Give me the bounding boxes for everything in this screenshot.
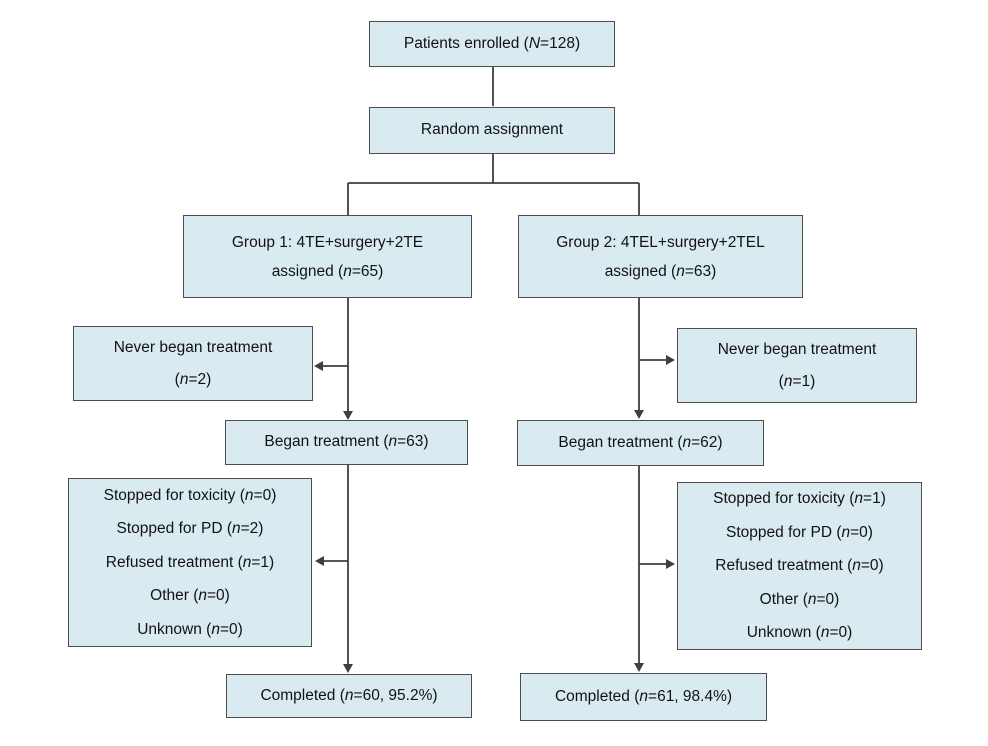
patients-enrolled-box: Patients enrolled (N=128): [369, 21, 615, 67]
arrowhead-began2: [634, 410, 644, 419]
completed-left-text: Completed (n=60, 95.2%): [260, 686, 438, 704]
random-assignment-box: Random assignment: [369, 107, 615, 154]
discontinued-right-refused: Refused treatment (n=0): [715, 557, 884, 575]
completed-right-box: Completed (n=61, 98.4%): [520, 673, 767, 721]
discontinued-left-pd: Stopped for PD (n=2): [116, 520, 264, 538]
group1-assigned-box: Group 1: 4TE+surgery+2TE assigned (n=65): [183, 215, 472, 298]
arrowhead-never-right: [666, 355, 675, 365]
arrowhead-completed2: [634, 663, 644, 672]
discontinued-left-box: Stopped for toxicity (n=0) Stopped for P…: [68, 478, 312, 647]
completed-right-text: Completed (n=61, 98.4%): [554, 687, 733, 705]
began-treatment-left-box: Began treatment (n=63): [225, 420, 468, 465]
discontinued-right-toxicity: Stopped for toxicity (n=1): [713, 490, 886, 508]
patients-enrolled-text: Patients enrolled (N=128): [403, 34, 581, 52]
discontinued-left-other: Other (n=0): [150, 587, 230, 605]
discontinued-right-unknown: Unknown (n=0): [746, 624, 853, 642]
discontinued-right-other: Other (n=0): [759, 590, 840, 608]
began-treatment-left-text: Began treatment (n=63): [264, 433, 429, 451]
completed-left-box: Completed (n=60, 95.2%): [226, 674, 472, 718]
group2-text-line2: assigned (n=63): [604, 262, 717, 280]
never-began-left-box: Never began treatment (n=2): [73, 326, 313, 401]
arrowhead-stopped-right: [666, 559, 675, 569]
group2-assigned-box: Group 2: 4TEL+surgery+2TEL assigned (n=6…: [518, 215, 803, 298]
never-began-right-line2: (n=1): [778, 372, 816, 390]
discontinued-left-refused: Refused treatment (n=1): [105, 553, 275, 571]
arrowhead-never-left: [314, 361, 323, 371]
never-began-left-line2: (n=2): [174, 370, 212, 388]
group2-text-line1: Group 2: 4TEL+surgery+2TEL: [556, 233, 765, 251]
never-began-right-line1: Never began treatment: [717, 340, 877, 358]
began-treatment-right-text: Began treatment (n=62): [558, 433, 723, 451]
began-treatment-right-box: Began treatment (n=62): [517, 420, 764, 466]
discontinued-right-pd: Stopped for PD (n=0): [726, 523, 873, 541]
arrowhead-completed1: [343, 664, 353, 673]
discontinued-right-box: Stopped for toxicity (n=1) Stopped for P…: [677, 482, 922, 650]
never-began-left-line1: Never began treatment: [113, 338, 273, 356]
arrowhead-stopped-left: [315, 556, 324, 566]
discontinued-left-unknown: Unknown (n=0): [137, 620, 243, 638]
group1-text-line1: Group 1: 4TE+surgery+2TE: [231, 233, 424, 251]
discontinued-left-toxicity: Stopped for toxicity (n=0): [103, 486, 277, 504]
arrowhead-began1: [343, 411, 353, 420]
never-began-right-box: Never began treatment (n=1): [677, 328, 917, 403]
random-assignment-text: Random assignment: [420, 121, 564, 139]
connector-branch: [347, 154, 640, 215]
group1-text-line2: assigned (n=65): [271, 262, 384, 280]
